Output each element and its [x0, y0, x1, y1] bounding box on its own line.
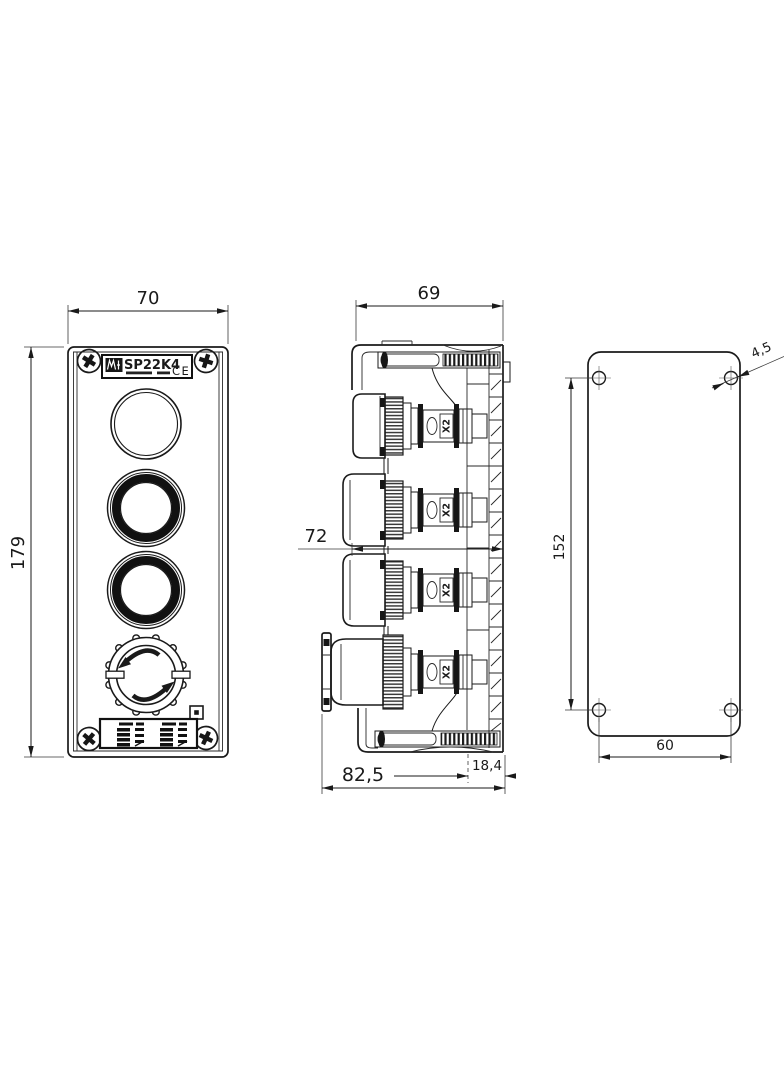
side-view: X2 X2 — [321, 340, 511, 753]
pushbutton-top — [110, 388, 182, 460]
back-view — [587, 351, 743, 737]
mushroom-flange — [321, 632, 332, 712]
wire-top — [431, 367, 459, 411]
fine-print-smudge — [157, 371, 170, 375]
front-view: SP22K4 CE — [67, 346, 229, 758]
knob-slot-left — [105, 670, 125, 679]
contact-block-marking: X2 — [442, 665, 453, 679]
dim-side-depth-total: 82,5 — [321, 714, 506, 794]
screw-top-right-icon — [193, 348, 219, 374]
nameplate: SP22K4 CE — [101, 354, 193, 379]
screw-top-left-icon — [76, 348, 102, 374]
terminal-strip-top — [377, 344, 502, 411]
side-button-unit-3: X2 — [342, 553, 488, 627]
rear-fins — [489, 373, 503, 732]
dim-side-depth-total-value: 82,5 — [342, 764, 384, 786]
pushbutton-middle-2 — [106, 550, 186, 630]
side-button-unit-1: X2 — [352, 393, 488, 459]
wire-bottom — [431, 689, 459, 732]
fine-print-smudge — [126, 371, 152, 375]
dim-front-width-value: 70 — [137, 288, 160, 309]
mounting-plate-outline — [587, 351, 741, 737]
dim-side-depth-rear: 18,4 — [394, 754, 516, 783]
enclosure-side-seams — [73, 351, 223, 752]
lid-clip — [502, 361, 511, 383]
dim-side-depth-rear-value: 18,4 — [472, 758, 502, 774]
dim-side-depth-body-value: 72 — [305, 526, 328, 547]
pushbutton-middle-1 — [106, 468, 186, 548]
mounting-holes — [587, 366, 743, 722]
contact-diagram-marks — [117, 722, 188, 747]
dim-hole-pitch-horizontal-value: 60 — [656, 738, 674, 754]
contact-diagram-plate — [98, 717, 199, 750]
dim-hole-pitch-vertical-value: 152 — [552, 534, 568, 561]
rotate-cw-arrow-icon — [131, 686, 168, 702]
dim-front-height: 179 — [8, 346, 64, 758]
knob-slot-right — [171, 670, 191, 679]
rotate-cw-arrowhead — [161, 681, 175, 693]
enclosure-front-outline — [67, 346, 229, 758]
side-button-unit-2: X2 — [342, 473, 488, 547]
side-button-unit-4: X2 — [321, 632, 488, 712]
rotate-ccw-arrow-icon — [124, 648, 161, 664]
dim-hole-pitch-horizontal: 60 — [598, 718, 732, 763]
model-label: SP22K4 — [124, 358, 180, 373]
dim-side-width-value: 69 — [418, 283, 441, 304]
screw-bottom-left-icon — [76, 726, 102, 752]
dim-side-width: 69 — [355, 283, 504, 341]
contact-block-marking: X2 — [442, 583, 453, 597]
dim-hole-diameter: 4,5 — [711, 340, 784, 391]
dim-front-width: 70 — [67, 288, 229, 344]
rotate-ccw-arrowhead — [118, 657, 131, 669]
ce-mark: CE — [172, 364, 190, 378]
contact-block-marking: X2 — [442, 503, 453, 517]
dim-hole-pitch-vertical: 152 — [552, 377, 592, 711]
dim-front-height-value: 179 — [8, 536, 29, 570]
dim-side-depth-body: 72 — [298, 526, 503, 556]
square-indicator-icon — [189, 705, 204, 720]
terminal-strip-bottom — [374, 689, 501, 753]
selector-knob — [105, 634, 191, 716]
contact-block-marking: X2 — [442, 419, 453, 433]
dim-hole-diameter-value: 4,5 — [749, 340, 774, 362]
